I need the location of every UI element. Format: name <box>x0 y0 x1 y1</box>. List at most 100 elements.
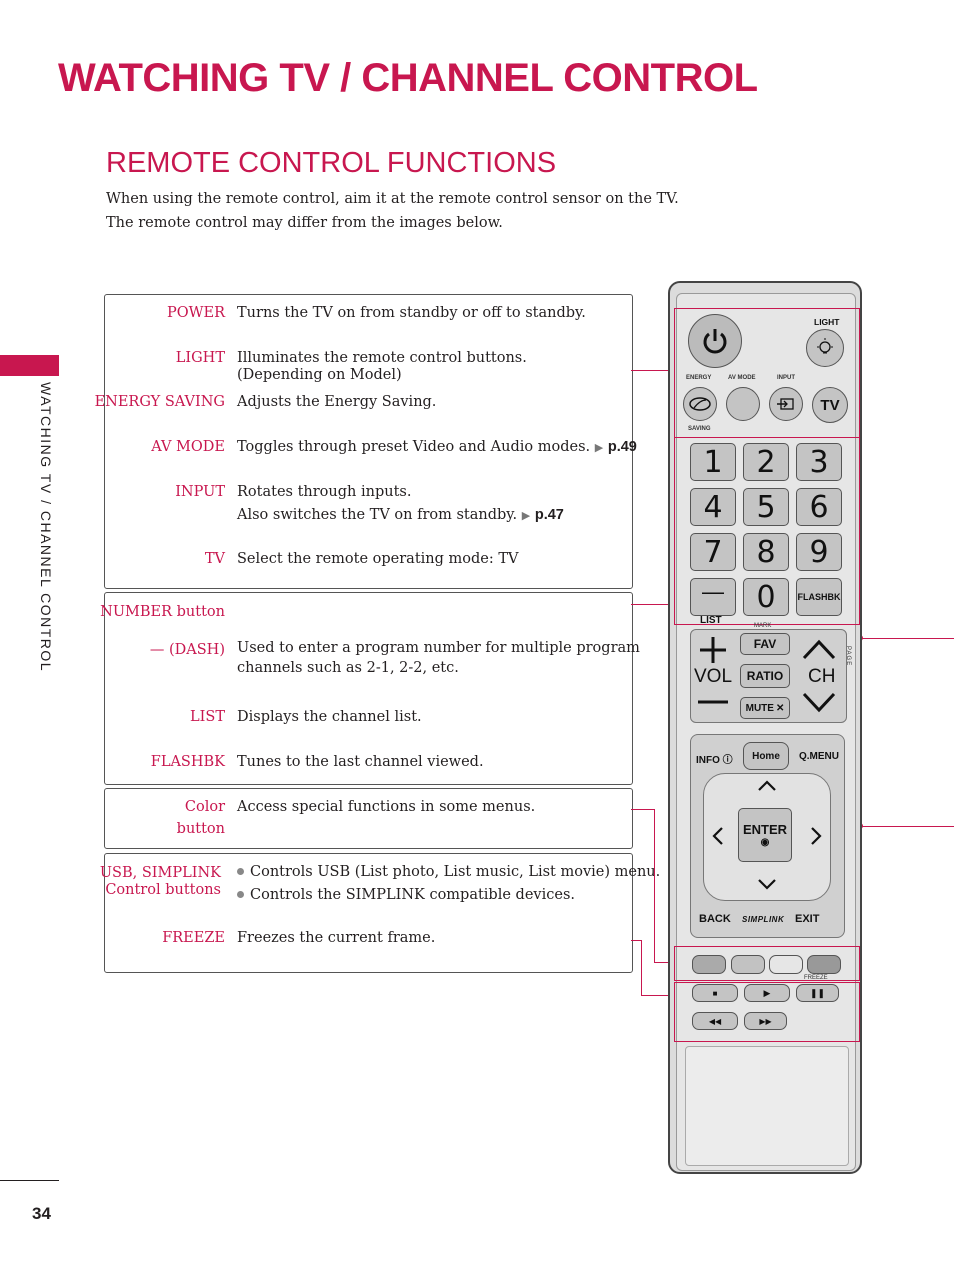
light-desc: Illuminates the remote control buttons. <box>237 350 527 366</box>
volume-plus-minus-icon <box>698 637 728 704</box>
remote-bottom-panel <box>685 1046 849 1166</box>
tv-button[interactable]: TV <box>812 387 848 423</box>
volume-rocker[interactable] <box>690 630 738 720</box>
digit-8-button[interactable]: 8 <box>743 533 789 571</box>
flashbk-label: FLASHBK <box>150 754 225 770</box>
info-label: INFO <box>696 755 720 766</box>
enter-dot-icon: ◉ <box>760 837 770 848</box>
list-label: LIST <box>190 709 225 725</box>
simplink-button[interactable]: SIMPLINK <box>742 915 785 924</box>
ch-label: CH <box>808 666 836 687</box>
direction-arrows-icon <box>712 780 822 890</box>
red-color-button[interactable] <box>692 955 726 974</box>
digit-3-button[interactable]: 3 <box>796 443 842 481</box>
page-key-label: PAGE <box>845 646 851 667</box>
leader-line-vol-ch <box>860 638 954 639</box>
input-label: INPUT <box>175 484 225 500</box>
footer-rule <box>0 1180 59 1181</box>
back-button[interactable]: BACK <box>699 913 731 925</box>
digit-0-button[interactable]: 0 <box>743 578 789 616</box>
channel-rocker[interactable] <box>796 630 842 720</box>
dash-label: — (DASH) <box>149 642 225 658</box>
digit-9-button[interactable]: 9 <box>796 533 842 571</box>
color-group-highlight <box>674 946 860 981</box>
input-button[interactable] <box>769 387 803 421</box>
energy-saving-label: ENERGY SAVING <box>94 394 225 410</box>
mark-key-label: MARK <box>754 623 772 629</box>
usb-simplink-label: USB, SIMPLINK <box>99 865 221 881</box>
dash-desc-continued: channels such as 2-1, 2-2, etc. <box>237 660 459 676</box>
digit-4-button[interactable]: 4 <box>690 488 736 526</box>
freeze-key-label: FREEZE <box>804 975 828 981</box>
bullet-icon <box>237 891 244 898</box>
green-color-button[interactable] <box>731 955 765 974</box>
number-button-label: NUMBER button <box>100 604 225 620</box>
side-tab-marker <box>0 355 59 376</box>
light-desc-note: (Depending on Model) <box>237 367 402 383</box>
play-button[interactable]: ▶ <box>744 984 790 1002</box>
info-button[interactable]: INFO ⓘ <box>696 751 733 766</box>
digit-6-button[interactable]: 6 <box>796 488 842 526</box>
leader-line-usb <box>631 940 642 941</box>
usb-desc: Controls USB (List photo, List music, Li… <box>237 864 660 880</box>
home-button[interactable]: Home <box>743 742 789 770</box>
mute-speaker-icon: ✕ <box>775 702 785 714</box>
digit-7-button[interactable]: 7 <box>690 533 736 571</box>
page-number: 34 <box>32 1204 51 1223</box>
pause-icon: ❚❚ <box>809 987 826 998</box>
mute-label: MUTE <box>745 702 774 714</box>
mute-button[interactable]: MUTE✕ <box>740 697 790 719</box>
page-title: WATCHING TV / CHANNEL CONTROL <box>58 56 758 100</box>
input-key-label: INPUT <box>777 375 795 381</box>
play-icon: ▶ <box>763 987 771 998</box>
freeze-label: FREEZE <box>162 930 225 946</box>
av-mode-label: AV MODE <box>151 439 225 455</box>
fav-button[interactable]: FAV <box>740 633 790 655</box>
digit-2-button[interactable]: 2 <box>743 443 789 481</box>
saving-key-label: SAVING <box>688 426 711 432</box>
ratio-button[interactable]: RATIO <box>740 664 790 688</box>
simplink-desc: Controls the SIMPLINK compatible devices… <box>237 887 575 903</box>
power-button[interactable] <box>688 314 742 368</box>
light-button[interactable] <box>806 329 844 367</box>
input-desc-standby: Also switches the TV on from standby. ▶ … <box>237 507 564 523</box>
rewind-icon: ◀◀ <box>708 1016 722 1026</box>
dash-button[interactable]: — <box>690 578 736 616</box>
yellow-color-button[interactable] <box>769 955 803 974</box>
list-desc: Displays the channel list. <box>237 709 422 725</box>
energy-saving-button[interactable] <box>683 387 717 421</box>
leader-line-usb-vertical <box>641 940 642 996</box>
rewind-button[interactable]: ◀◀ <box>692 1012 738 1030</box>
color-desc: Access special functions in some menus. <box>237 799 536 815</box>
enter-button[interactable]: ENTER◉ <box>738 808 792 862</box>
power-functions-box <box>104 294 633 589</box>
light-key-label: LIGHT <box>814 317 840 327</box>
dash-desc: Used to enter a program number for multi… <box>237 640 640 656</box>
fast-forward-icon: ▶▶ <box>759 1016 772 1026</box>
power-icon <box>703 329 727 354</box>
fast-forward-button[interactable]: ▶▶ <box>744 1012 787 1030</box>
energy-saving-desc: Adjusts the Energy Saving. <box>237 394 437 410</box>
digit-1-button[interactable]: 1 <box>690 443 736 481</box>
list-key-label: LIST <box>700 615 722 626</box>
av-mode-button[interactable] <box>726 387 760 421</box>
leader-line-color <box>631 809 655 810</box>
leaf-icon <box>689 397 711 411</box>
info-icon: ⓘ <box>722 755 733 766</box>
leader-line-color-end <box>654 962 675 963</box>
stop-button[interactable]: ■ <box>692 984 738 1002</box>
flashbk-button[interactable]: FLASHBK <box>796 578 842 616</box>
color-button-box <box>104 788 633 849</box>
av-mode-key-label: AV MODE <box>728 375 756 381</box>
av-mode-desc: Toggles through preset Video and Audio m… <box>237 439 637 455</box>
qmenu-button[interactable]: Q.MENU <box>799 751 839 762</box>
intro-line-2: The remote control may differ from the i… <box>106 215 503 231</box>
av-mode-page-ref[interactable]: p.49 <box>607 439 637 455</box>
input-page-ref[interactable]: p.47 <box>534 507 564 523</box>
exit-button[interactable]: EXIT <box>795 913 820 925</box>
light-label: LIGHT <box>175 350 225 366</box>
number-functions-box <box>104 592 633 785</box>
digit-5-button[interactable]: 5 <box>743 488 789 526</box>
blue-color-button[interactable] <box>807 955 841 974</box>
pause-button[interactable]: ❚❚ <box>796 984 839 1002</box>
